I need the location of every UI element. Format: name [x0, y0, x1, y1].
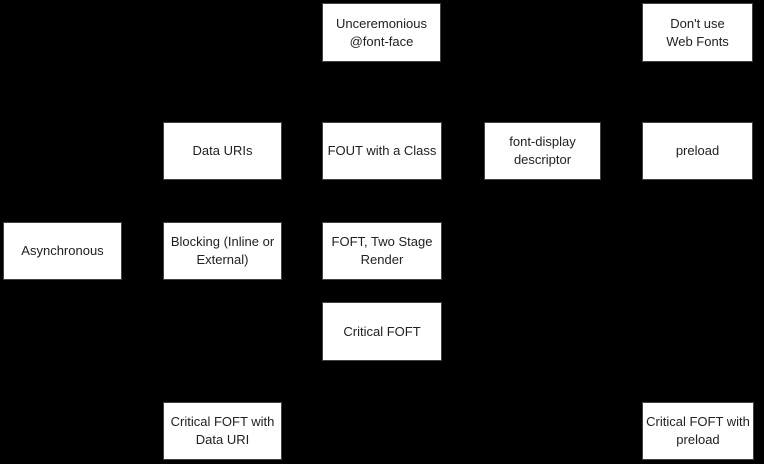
node-unceremonious-font-face: Unceremonious @font-face: [322, 3, 441, 62]
node-data-uris: Data URIs: [163, 122, 282, 180]
node-critical-foft-with-preload: Critical FOFT with preload: [642, 402, 754, 460]
node-blocking-inline-or-external: Blocking (Inline or External): [163, 222, 282, 280]
node-asynchronous: Asynchronous: [3, 222, 122, 280]
node-critical-foft: Critical FOFT: [322, 302, 442, 361]
node-fout-with-a-class: FOUT with a Class: [322, 122, 442, 180]
node-foft-two-stage-render: FOFT, Two Stage Render: [322, 222, 442, 280]
node-preload: preload: [642, 122, 753, 180]
node-critical-foft-with-data-uri: Critical FOFT with Data URI: [163, 402, 282, 460]
node-dont-use-web-fonts: Don't use Web Fonts: [642, 3, 753, 62]
node-font-display-descriptor: font-display descriptor: [484, 122, 601, 180]
